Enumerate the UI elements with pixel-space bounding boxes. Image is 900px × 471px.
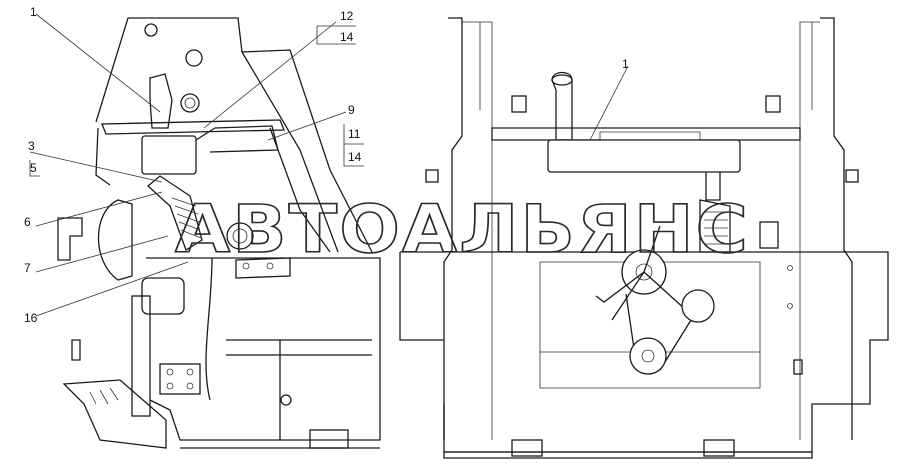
right-leader-line — [589, 65, 629, 141]
left-leader-lines — [29, 13, 364, 317]
callout-12: 12 — [340, 9, 354, 23]
callout-14-low: 14 — [348, 150, 362, 164]
callout-11: 11 — [348, 127, 361, 141]
side-view — [57, 17, 381, 449]
callout-3: 3 — [28, 139, 35, 153]
callout-6: 6 — [24, 215, 31, 229]
front-view — [399, 17, 889, 459]
watermark-text: АВТОАЛЬЯНС — [175, 191, 750, 268]
callout-1: 1 — [30, 5, 37, 19]
left-callouts: 1 12 14 9 3 5 11 14 6 7 16 — [24, 5, 362, 325]
callout-16: 16 — [24, 311, 38, 325]
callout-7: 7 — [24, 261, 31, 275]
callout-r1: 1 — [622, 57, 629, 71]
callout-5: 5 — [30, 161, 37, 175]
callout-14-top: 14 — [340, 30, 354, 44]
callout-9: 9 — [348, 103, 355, 117]
